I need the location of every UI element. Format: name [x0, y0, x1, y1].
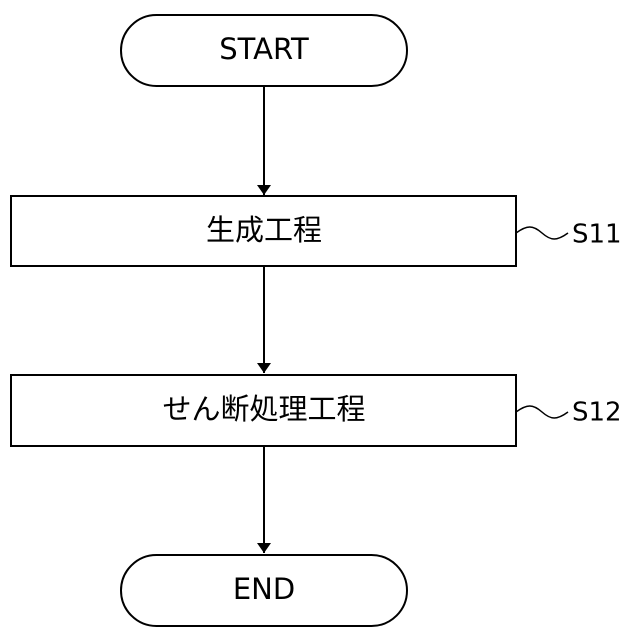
end-label: END	[233, 572, 295, 606]
end-node: END	[121, 555, 407, 626]
step-id-s11: S11	[572, 220, 622, 250]
start-label: START	[219, 32, 309, 66]
step-id-s12: S12	[572, 398, 622, 428]
process-label-s11: 生成工程	[206, 213, 322, 247]
start-node: START	[121, 15, 407, 86]
leader-line-s12	[516, 406, 568, 418]
leader-line-s11	[516, 227, 568, 239]
process-label-s12: せん断処理工程	[162, 392, 365, 426]
process-step-s12: せん断処理工程 S12	[11, 375, 622, 446]
process-step-s11: 生成工程 S11	[11, 196, 622, 266]
